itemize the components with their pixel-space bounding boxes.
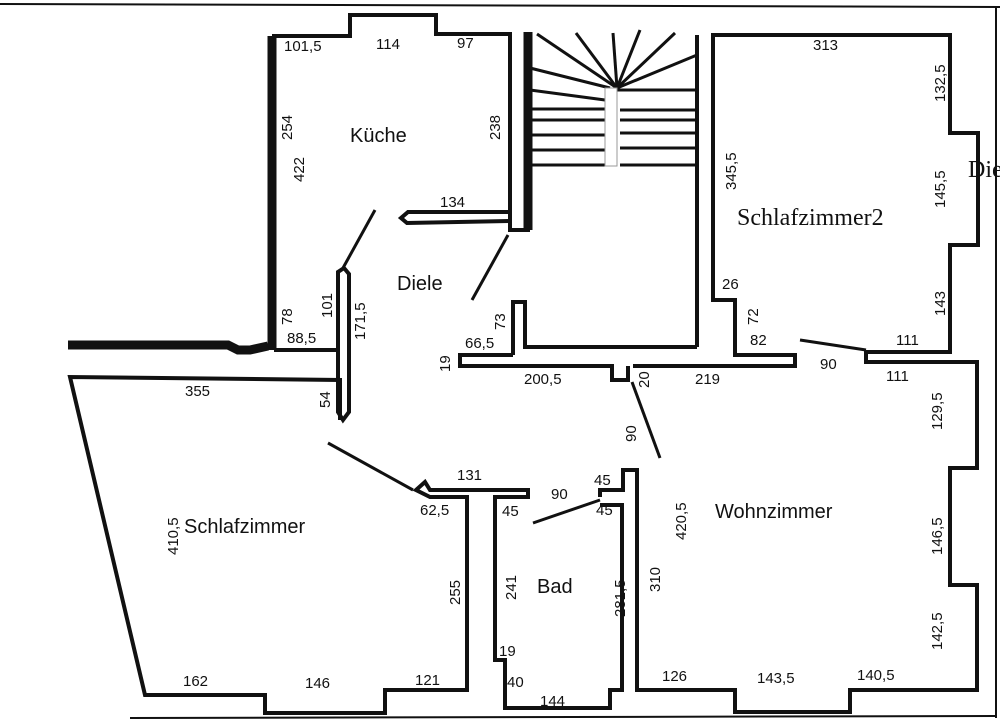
dim: 255 xyxy=(447,580,464,605)
dim: 142,5 xyxy=(929,612,946,650)
dim: 73 xyxy=(492,313,509,330)
dim: 111 xyxy=(896,332,919,349)
dim: 121 xyxy=(415,672,440,689)
room-label-kueche: Küche xyxy=(350,125,407,147)
dim: 97 xyxy=(457,35,474,52)
dim: 26 xyxy=(722,276,739,293)
dimension-labels: 101,5 114 97 134 88,5 66,5 200,5 219 313… xyxy=(165,35,949,710)
dim: 241 xyxy=(503,575,520,600)
dim: 72 xyxy=(745,308,762,325)
room-label-bad: Bad xyxy=(537,576,573,598)
door-swings xyxy=(327,209,867,525)
dim: 200,5 xyxy=(524,371,562,388)
dim: 19 xyxy=(437,355,454,372)
bedroom-walls xyxy=(67,374,624,715)
room-label-schlafzimmer: Schlafzimmer xyxy=(184,516,305,538)
dim: 90 xyxy=(551,486,568,503)
dim: 410,5 xyxy=(165,517,182,555)
dim: 355 xyxy=(185,383,210,400)
dim: 45 xyxy=(502,503,519,520)
room-label-wohnzimmer: Wohnzimmer xyxy=(715,501,833,523)
dim: 422 xyxy=(291,157,308,182)
dim: 171,5 xyxy=(352,302,369,340)
dim: 145,5 xyxy=(932,170,949,208)
dim: 78 xyxy=(279,308,296,325)
dim: 310 xyxy=(647,567,664,592)
dim: 143,5 xyxy=(757,670,795,687)
dim: 134 xyxy=(440,194,465,211)
dim: 101 xyxy=(319,293,336,318)
dim: 219 xyxy=(695,371,720,388)
page-frame xyxy=(0,3,1000,719)
hall-walls xyxy=(458,33,980,714)
dim: 114 xyxy=(376,36,400,53)
dim: 131 xyxy=(457,467,482,484)
dim: 101,5 xyxy=(284,38,322,55)
dim: 111 xyxy=(886,368,909,385)
dim: 126 xyxy=(662,668,687,685)
dim: 238 xyxy=(487,115,504,140)
dim: 40 xyxy=(507,674,524,691)
dim: 345,5 xyxy=(723,152,740,190)
dim: 82 xyxy=(750,332,767,349)
dim: 88,5 xyxy=(287,330,316,347)
staircase xyxy=(511,29,699,355)
dim: 146,5 xyxy=(929,517,946,555)
dim: 420,5 xyxy=(673,502,690,540)
room-label-diele: Diele xyxy=(397,273,443,295)
dim: 45 xyxy=(594,472,611,489)
dim: 162 xyxy=(183,673,208,690)
dim: 90 xyxy=(623,425,640,442)
dim: 146 xyxy=(305,675,330,692)
dim: 281,5 xyxy=(612,579,629,617)
dim: 90 xyxy=(820,356,837,373)
dim: 132,5 xyxy=(932,64,949,102)
dim: 254 xyxy=(279,115,296,140)
dim: 45 xyxy=(596,502,613,519)
dim: 20 xyxy=(636,371,653,388)
kitchen-walls xyxy=(68,13,533,424)
room-label-schlafzimmer2: Schlafzimmer2 xyxy=(737,205,884,231)
dim: 19 xyxy=(499,643,516,660)
dim: 129,5 xyxy=(929,392,946,430)
dim: 54 xyxy=(317,391,334,408)
room-label-diele-cut: Die xyxy=(968,157,1000,183)
dim: 144 xyxy=(540,693,565,710)
dim: 143 xyxy=(932,291,949,316)
dim: 66,5 xyxy=(465,335,494,352)
dim: 62,5 xyxy=(420,502,449,519)
dim: 140,5 xyxy=(857,667,895,684)
dim: 313 xyxy=(813,37,838,54)
